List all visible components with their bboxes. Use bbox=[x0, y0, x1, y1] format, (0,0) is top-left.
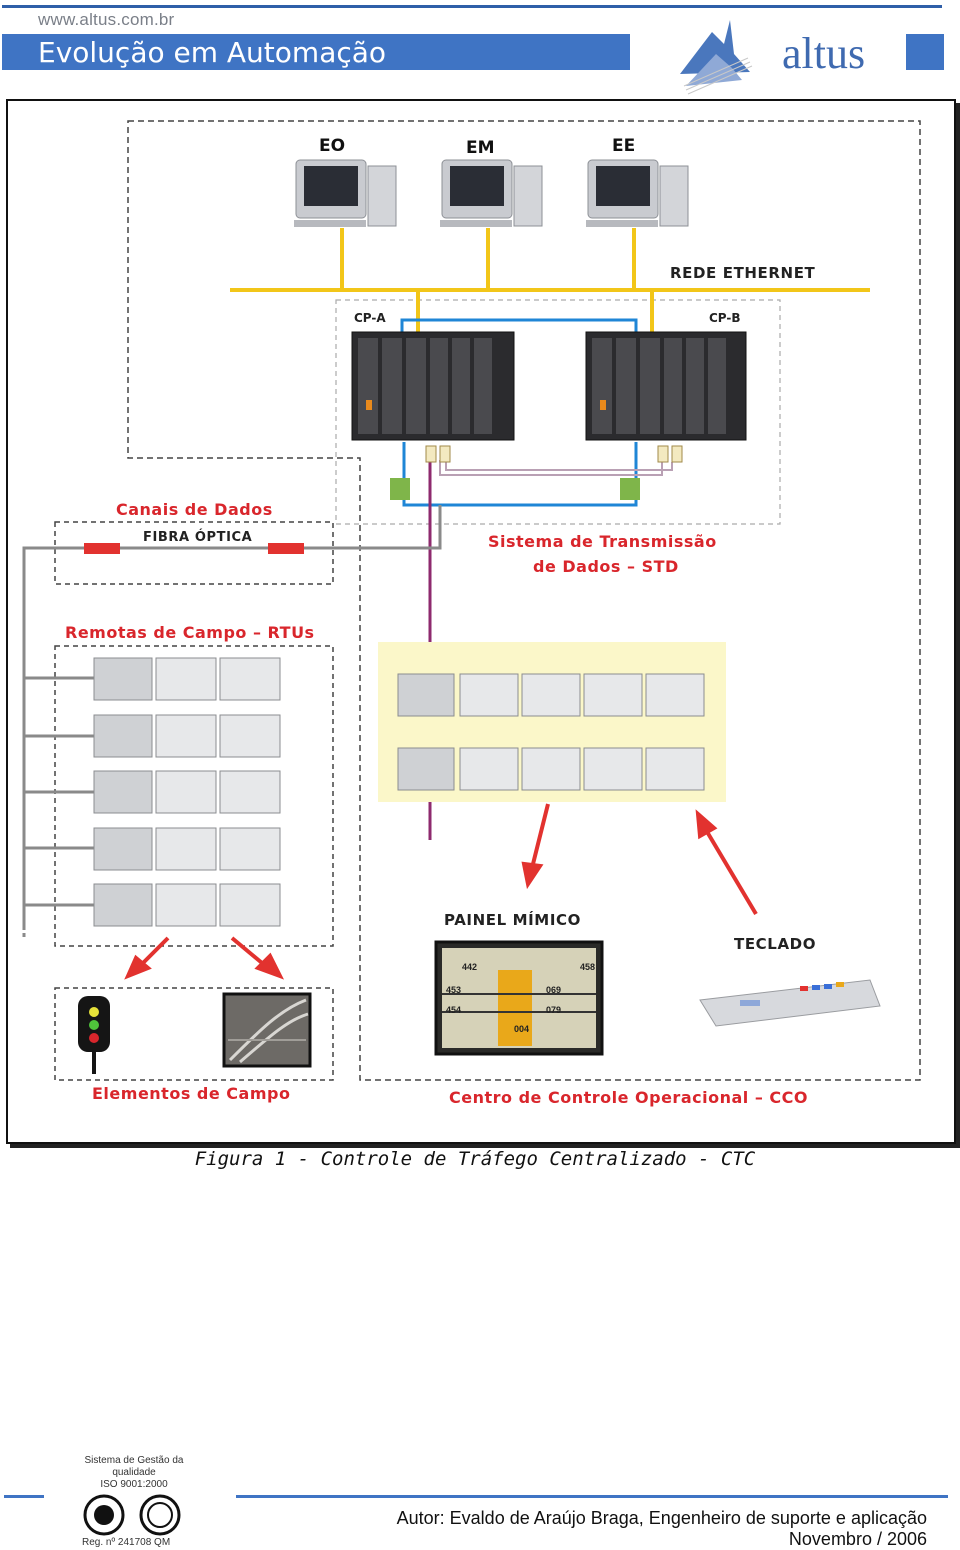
workstation-eo-icon bbox=[294, 159, 397, 227]
cco-label: Centro de Controle Operacional – CCO bbox=[449, 1088, 808, 1107]
field-boundary bbox=[54, 987, 334, 1081]
cert-line: Sistema de Gestão da bbox=[84, 1455, 184, 1466]
workstation-em-label: EM bbox=[466, 138, 495, 158]
rail-switch-photo-icon bbox=[222, 992, 312, 1068]
std-boundary bbox=[335, 299, 781, 525]
header-url: www.altus.com.br bbox=[38, 10, 175, 29]
workstation-eo-label: EO bbox=[319, 136, 346, 156]
mimic-panel-label: PAINEL MÍMICO bbox=[444, 911, 581, 929]
keyboard-label: TECLADO bbox=[734, 935, 817, 953]
keyboard-console-icon bbox=[699, 979, 881, 1027]
footer-author-block: Autor: Evaldo de Araújo Braga, Engenheir… bbox=[397, 1508, 927, 1550]
header-title: Evolução em Automação bbox=[38, 36, 387, 69]
control-boundary bbox=[127, 120, 921, 1081]
mimic-code: 458 bbox=[580, 962, 596, 972]
mimic-code: 453 bbox=[446, 985, 462, 995]
mimic-panel-icon bbox=[434, 940, 604, 1056]
ctc-diagram bbox=[22, 120, 921, 1081]
modem-a-icon bbox=[390, 478, 410, 500]
field-elements-label: Elementos de Campo bbox=[92, 1084, 291, 1103]
cpu-rack-b-icon bbox=[585, 331, 747, 441]
workstation-em-icon bbox=[440, 159, 543, 227]
traffic-signal-icon bbox=[78, 996, 110, 1074]
author-line: Autor: Evaldo de Araújo Braga, Engenheir… bbox=[396, 1508, 927, 1528]
cco-rtu-2-icon bbox=[397, 747, 705, 791]
rtu-boundary bbox=[54, 645, 334, 947]
mimic-code: 442 bbox=[462, 962, 478, 972]
data-channel-boundary bbox=[54, 521, 334, 585]
header-brand: altus bbox=[782, 29, 866, 78]
registration-number: Reg. nº 241708 QM bbox=[82, 1537, 171, 1548]
std-label-line2: de Dados – STD bbox=[533, 557, 679, 576]
header-top-line bbox=[2, 5, 942, 8]
altus-logo-icon bbox=[680, 20, 753, 95]
data-channels-label: Canais de Dados bbox=[116, 500, 273, 519]
cco-rtu-1-icon bbox=[397, 673, 705, 717]
cpu-rack-a-icon bbox=[351, 331, 515, 441]
rtus-label: Remotas de Campo – RTUs bbox=[65, 623, 315, 642]
mimic-code: 004 bbox=[514, 1024, 530, 1034]
cpu-a-label: CP-A bbox=[354, 311, 386, 325]
fiber-label: FIBRA ÓPTICA bbox=[143, 530, 253, 545]
fiber-connector-left bbox=[84, 543, 120, 554]
cpu-b-label: CP-B bbox=[709, 311, 741, 325]
mimic-code: 079 bbox=[546, 1005, 562, 1015]
footer-line-left bbox=[4, 1495, 44, 1498]
modem-b-icon bbox=[620, 478, 640, 500]
certification-text: Sistema de Gestão da qualidade ISO 9001:… bbox=[78, 1455, 190, 1491]
figure-caption: Figura 1 - Controle de Tráfego Centraliz… bbox=[194, 1148, 756, 1170]
header-square bbox=[906, 34, 944, 70]
date-line: Novembro / 2006 bbox=[788, 1529, 927, 1549]
workstation-ee-icon bbox=[586, 159, 689, 227]
workstation-ee-label: EE bbox=[612, 136, 636, 156]
fiber-connector-right bbox=[268, 543, 304, 554]
field-rtu-stack-icon bbox=[93, 657, 281, 927]
mimic-code: 454 bbox=[446, 1005, 462, 1015]
header-band bbox=[2, 34, 630, 70]
std-label-line1: Sistema de Transmissão bbox=[488, 532, 717, 551]
mimic-code: 069 bbox=[546, 985, 562, 995]
ethernet-label: REDE ETHERNET bbox=[670, 264, 816, 282]
certification-logos-icon bbox=[83, 1494, 181, 1536]
footer-line-right bbox=[236, 1495, 948, 1498]
cert-line: ISO 9001:2000 bbox=[100, 1479, 168, 1490]
cert-line: qualidade bbox=[112, 1467, 156, 1478]
